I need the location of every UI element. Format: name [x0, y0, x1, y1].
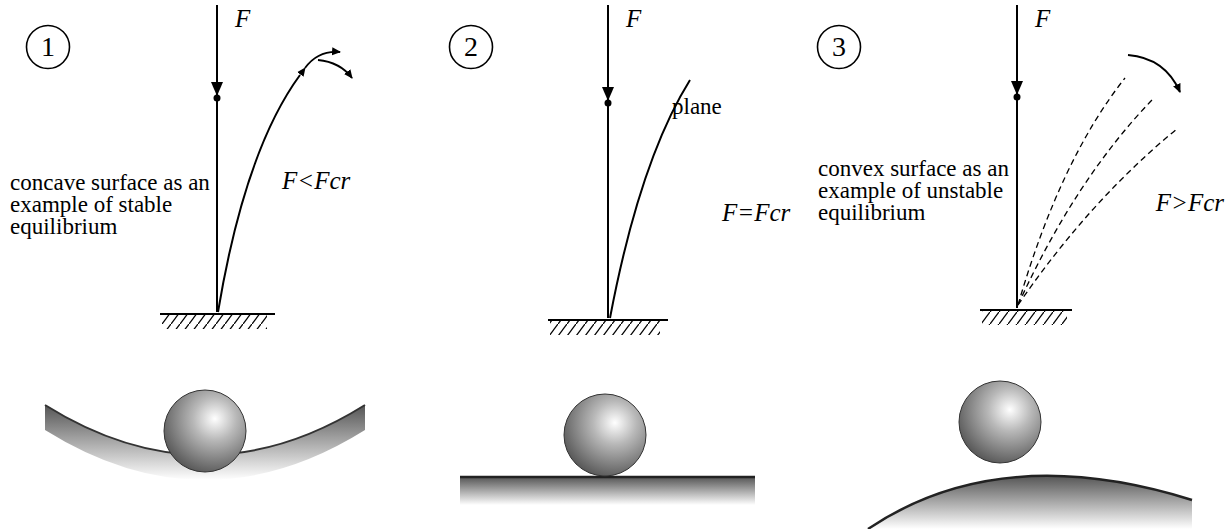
callout-number: 3: [832, 31, 846, 63]
callout-circle: 1: [25, 24, 71, 70]
condition-label: F>Fcr: [1156, 190, 1224, 215]
force-label: F: [1035, 6, 1050, 31]
note-text: concave surface as an example of stable …: [10, 172, 210, 238]
note-text: plane: [672, 96, 722, 118]
note-text: convex surface as an example of unstable…: [818, 158, 1018, 224]
force-label: F: [626, 6, 641, 31]
force-label: F: [235, 6, 250, 31]
callout-circle: 2: [448, 24, 494, 70]
condition-label: F<Fcr: [282, 168, 350, 193]
callout-circle: 3: [816, 24, 862, 70]
callout-number: 2: [464, 31, 478, 63]
condition-label: F=Fcr: [722, 200, 790, 225]
callout-number: 1: [41, 31, 55, 63]
